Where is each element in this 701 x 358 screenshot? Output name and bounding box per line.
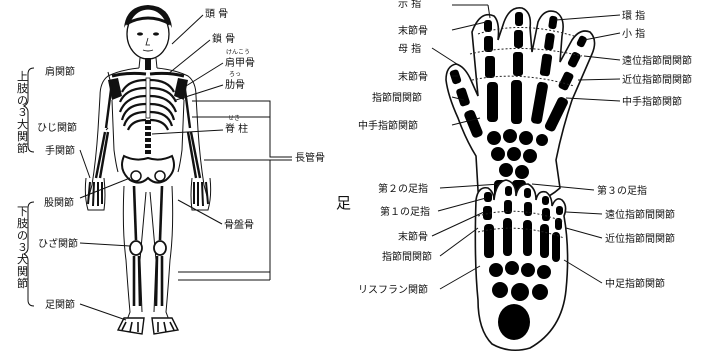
hand-label-ring: 環 指	[622, 9, 645, 22]
label-pelvis-bone: 骨盤骨	[224, 218, 254, 231]
svg-text:大: 大	[17, 117, 28, 131]
label-ankle: 足関節	[45, 298, 75, 311]
ruby-ribs: ろっ	[229, 71, 241, 78]
foot-label-interphalangeal: 指節間関節	[382, 250, 432, 263]
ruby-spine: せき	[228, 115, 240, 122]
clavicle-bones	[112, 73, 184, 76]
hand-label-mcp-right: 中手指節関節	[622, 95, 682, 108]
svg-text:節: 節	[17, 276, 28, 290]
foot-label-mtp: 中足指節関節	[605, 277, 665, 290]
foot-label-distal-phalanx: 末節骨	[398, 230, 428, 243]
lower-limb-bracket-text: 下 肢 の ３ 大 関 節	[17, 205, 28, 290]
svg-text:大: 大	[17, 252, 28, 266]
hand-label-mcp: 中手指節関節	[358, 119, 418, 132]
label-shoulder: 肩関節	[45, 65, 75, 78]
foot-label-second-toe: 第２の足指	[378, 182, 428, 195]
hand-label-index: 示 指	[398, 0, 421, 10]
skeleton-leaders	[80, 15, 292, 320]
foot-title: 足	[336, 194, 351, 212]
hand-label-dip: 遠位指節間関節	[622, 54, 692, 67]
foot-label-first-toe: 第１の足指	[380, 205, 430, 218]
svg-text:節: 節	[17, 141, 28, 155]
label-knee: ひざ関節	[38, 237, 78, 250]
label-ribs: 肋骨	[225, 78, 245, 91]
label-wrist: 手関節	[45, 144, 75, 157]
hand-drawing	[446, 8, 595, 206]
label-spine: 脊 柱	[225, 122, 248, 135]
foot-label-pip: 近位指節間関節	[605, 232, 675, 245]
ruby-scapula: けんこう	[226, 49, 250, 56]
hand-label-distal-phalanx-2: 末節骨	[398, 70, 428, 83]
svg-text:肢: 肢	[17, 216, 28, 230]
upper-limb-bracket-text: 上 肢 の ３ 大 関 節	[17, 70, 28, 155]
hand-label-thumb: 母 指	[398, 42, 421, 55]
label-hip: 股関節	[44, 196, 74, 209]
hand-label-distal-phalanx-1: 末節骨	[398, 24, 428, 37]
hand-label-pip: 近位指節間関節	[622, 73, 692, 86]
label-scapula: 肩甲骨	[225, 56, 255, 69]
foot-label-third-toe: 第３の足指	[597, 184, 647, 197]
label-long-bone: 長管骨	[295, 151, 325, 164]
foot-label-lisfranc: リスフラン関節	[358, 283, 428, 296]
label-clavicle: 鎖 骨	[212, 32, 235, 45]
foot-drawing	[475, 180, 567, 350]
spine	[145, 120, 151, 154]
label-elbow: ひじ関節	[37, 121, 77, 134]
foot-label-dip: 遠位指節間関節	[605, 208, 675, 221]
svg-text:肢: 肢	[17, 81, 28, 95]
hand-label-little: 小 指	[622, 27, 645, 40]
hand-label-interphalangeal: 指節間関節	[372, 91, 422, 104]
label-skull: 頭 骨	[205, 8, 228, 20]
